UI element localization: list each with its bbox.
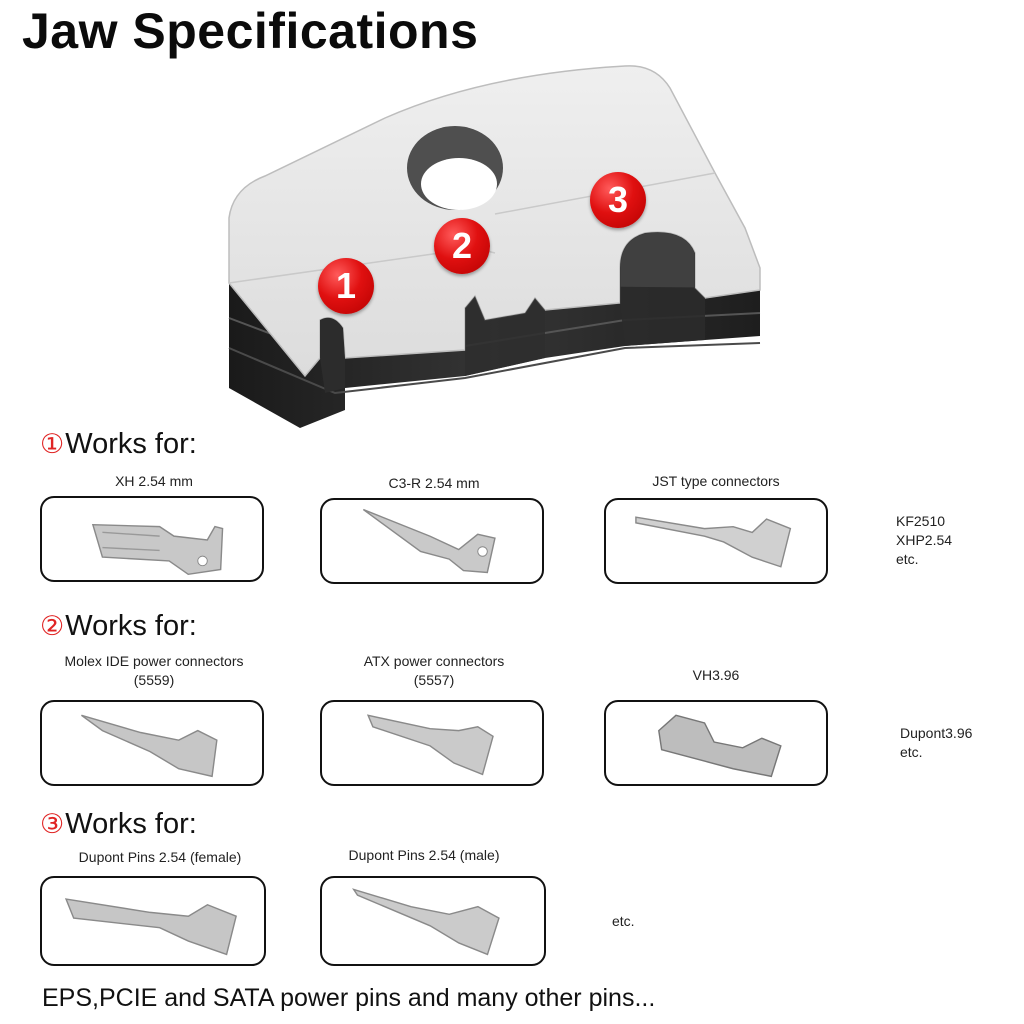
- section-1-heading-text: Works for:: [65, 428, 197, 460]
- item-label: C3-R 2.54 mm: [322, 474, 546, 493]
- connector-card-dupont-male: [320, 876, 546, 966]
- section-3-heading-text: Works for:: [65, 808, 197, 840]
- section-3-number: ③: [40, 809, 65, 839]
- connector-card-jst: [604, 498, 828, 584]
- section-1-heading: ①Works for:: [40, 428, 197, 461]
- label-line: JST type connectors: [652, 473, 780, 489]
- connector-card-c3r: [320, 498, 544, 584]
- jaw-badge-3: 3: [590, 172, 646, 228]
- note-line: etc.: [612, 913, 635, 929]
- label-line: (5559): [133, 672, 175, 688]
- section-1-number: ①: [40, 429, 65, 459]
- label-line: Dupont Pins 2.54 (male): [348, 847, 500, 863]
- label-line: C3-R 2.54 mm: [388, 475, 480, 491]
- terminal-pin-image: [64, 898, 237, 956]
- terminal-pin-image: [81, 714, 218, 778]
- section-2-note: Dupont3.96 etc.: [900, 724, 972, 762]
- item-label: JST type connectors: [604, 472, 828, 491]
- terminal-pin-image: [91, 523, 224, 576]
- label-line: ATX power connectors: [363, 653, 505, 669]
- section-1-note: KF2510 XHP2.54 etc.: [896, 512, 952, 569]
- terminal-pin-image: [362, 508, 496, 574]
- label-line: Dupont Pins 2.54 (female): [78, 849, 242, 865]
- label-line: Molex IDE power connectors: [64, 653, 244, 669]
- section-3-heading: ③Works for:: [40, 808, 197, 841]
- connector-card-xh: [40, 496, 264, 582]
- section-2-heading: ②Works for:: [40, 610, 197, 643]
- item-label: Dupont Pins 2.54 (female): [40, 848, 280, 867]
- terminal-pin-image: [658, 714, 782, 778]
- item-label: Dupont Pins 2.54 (male): [312, 846, 536, 865]
- jaw-badge-2: 2: [434, 218, 490, 274]
- connector-card-vh396: [604, 700, 828, 786]
- note-line: KF2510: [896, 513, 946, 529]
- note-line: etc.: [900, 744, 923, 760]
- label-line: XH 2.54 mm: [115, 473, 193, 489]
- jaw-badge-1: 1: [318, 258, 374, 314]
- terminal-pin-image: [635, 516, 792, 568]
- note-line: XHP2.54: [896, 532, 953, 548]
- jaw-illustration: [228, 65, 761, 428]
- connector-card-molex-ide: [40, 700, 264, 786]
- connector-card-dupont-female: [40, 876, 266, 966]
- section-2-number: ②: [40, 611, 65, 641]
- item-label: XH 2.54 mm: [42, 472, 266, 491]
- connector-card-atx: [320, 700, 544, 786]
- item-label: VH3.96: [604, 666, 828, 685]
- item-label: Molex IDE power connectors (5559): [34, 652, 274, 690]
- label-line: (5557): [413, 672, 455, 688]
- note-line: etc.: [896, 551, 919, 567]
- section-3-note: etc.: [612, 912, 635, 931]
- section-2-heading-text: Works for:: [65, 610, 197, 642]
- terminal-pin-image: [351, 888, 500, 956]
- note-line: Dupont3.96: [900, 725, 973, 741]
- terminal-pin-image: [366, 714, 494, 776]
- item-label: ATX power connectors (5557): [322, 652, 546, 690]
- label-line: VH3.96: [692, 667, 740, 683]
- footer-text: EPS,PCIE and SATA power pins and many ot…: [42, 984, 656, 1012]
- page-title: Jaw Specifications: [22, 3, 479, 59]
